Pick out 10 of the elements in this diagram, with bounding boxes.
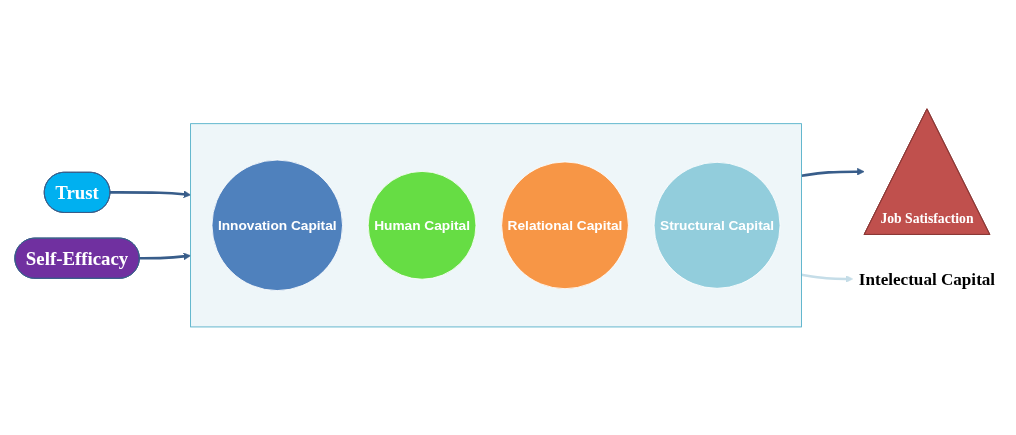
arrow bbox=[801, 273, 854, 283]
node-circle: Relational Capital bbox=[501, 161, 629, 289]
node-circle: Innovation Capital bbox=[211, 159, 343, 291]
node-text: Intelectual Capital bbox=[858, 269, 996, 288]
arrow bbox=[801, 167, 865, 177]
cluster bbox=[190, 122, 802, 327]
arrow bbox=[109, 190, 191, 198]
node-circle: Human Capital bbox=[367, 170, 477, 280]
arrow bbox=[139, 252, 191, 260]
node-circle: Structural Capital bbox=[653, 161, 781, 289]
